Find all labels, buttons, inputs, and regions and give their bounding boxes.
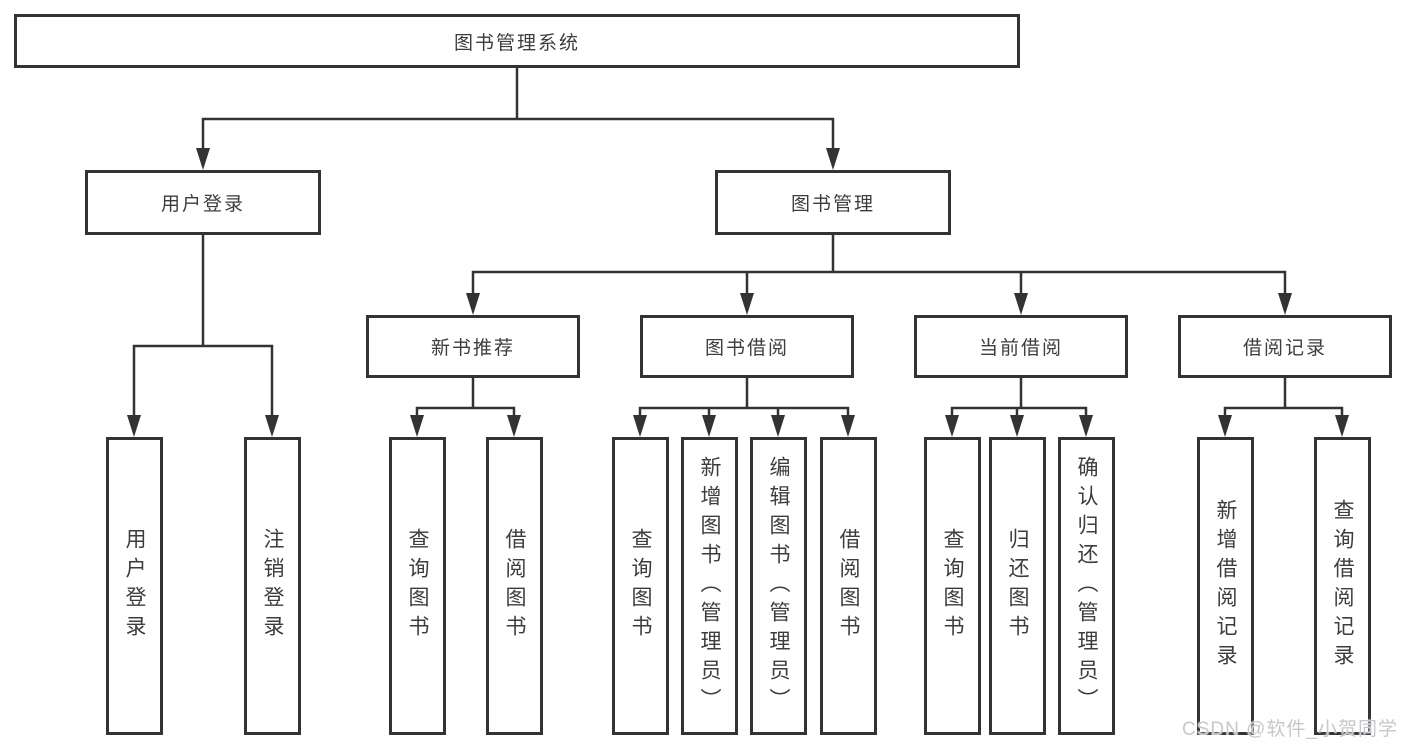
node-label: 图书管理 bbox=[790, 194, 875, 215]
leaf-return-books: 归还图书 bbox=[989, 437, 1046, 735]
leaf-user-login: 用户登录 bbox=[106, 437, 163, 735]
leaf-label: 用户登录 bbox=[123, 528, 146, 644]
leaf-label: 查询图书 bbox=[406, 528, 429, 644]
leaf-label: 借阅图书 bbox=[503, 528, 526, 644]
leaf-label: 查询图书 bbox=[941, 528, 964, 644]
leaf-label: 注销登录 bbox=[261, 528, 284, 644]
leaf-label: 借阅图书 bbox=[837, 528, 860, 644]
leaf-label: 确认归还（管理员） bbox=[1075, 455, 1098, 717]
node-label: 借阅记录 bbox=[1242, 338, 1327, 359]
node-current-borrowing: 当前借阅 bbox=[914, 315, 1128, 378]
leaf-query-borrow-record: 查询借阅记录 bbox=[1314, 437, 1371, 735]
node-borrowing-records: 借阅记录 bbox=[1178, 315, 1392, 378]
leaf-label: 新增图书（管理员） bbox=[698, 455, 721, 717]
node-book-management: 图书管理 bbox=[715, 170, 951, 235]
leaf-borrow-books-borrowing: 借阅图书 bbox=[820, 437, 877, 735]
leaf-label: 归还图书 bbox=[1006, 528, 1029, 644]
leaf-logout: 注销登录 bbox=[244, 437, 301, 735]
leaf-label: 查询图书 bbox=[629, 528, 652, 644]
leaf-add-book-admin: 新增图书（管理员） bbox=[681, 437, 738, 735]
leaf-label: 查询借阅记录 bbox=[1331, 499, 1354, 673]
leaf-query-books-recommend: 查询图书 bbox=[389, 437, 446, 735]
leaf-label: 编辑图书（管理员） bbox=[767, 455, 790, 717]
leaf-borrow-books-recommend: 借阅图书 bbox=[486, 437, 543, 735]
node-user-login: 用户登录 bbox=[85, 170, 321, 235]
leaf-query-books-current: 查询图书 bbox=[924, 437, 981, 735]
node-label: 当前借阅 bbox=[978, 338, 1063, 359]
csdn-watermark: CSDN @软件_小贺同学 bbox=[1182, 719, 1398, 740]
leaf-confirm-return-admin: 确认归还（管理员） bbox=[1058, 437, 1115, 735]
node-label: 图书借阅 bbox=[704, 338, 789, 359]
leaf-edit-book-admin: 编辑图书（管理员） bbox=[750, 437, 807, 735]
node-library-management-system: 图书管理系统 bbox=[14, 14, 1020, 68]
leaf-query-books-borrowing: 查询图书 bbox=[612, 437, 669, 735]
node-label: 新书推荐 bbox=[430, 338, 515, 359]
node-new-book-recommendation: 新书推荐 bbox=[366, 315, 580, 378]
leaf-label: 新增借阅记录 bbox=[1214, 499, 1237, 673]
node-book-borrowing: 图书借阅 bbox=[640, 315, 854, 378]
node-label: 用户登录 bbox=[160, 194, 245, 215]
leaf-add-borrow-record: 新增借阅记录 bbox=[1197, 437, 1254, 735]
arrowheads bbox=[127, 148, 1349, 437]
node-label: 图书管理系统 bbox=[453, 32, 580, 54]
